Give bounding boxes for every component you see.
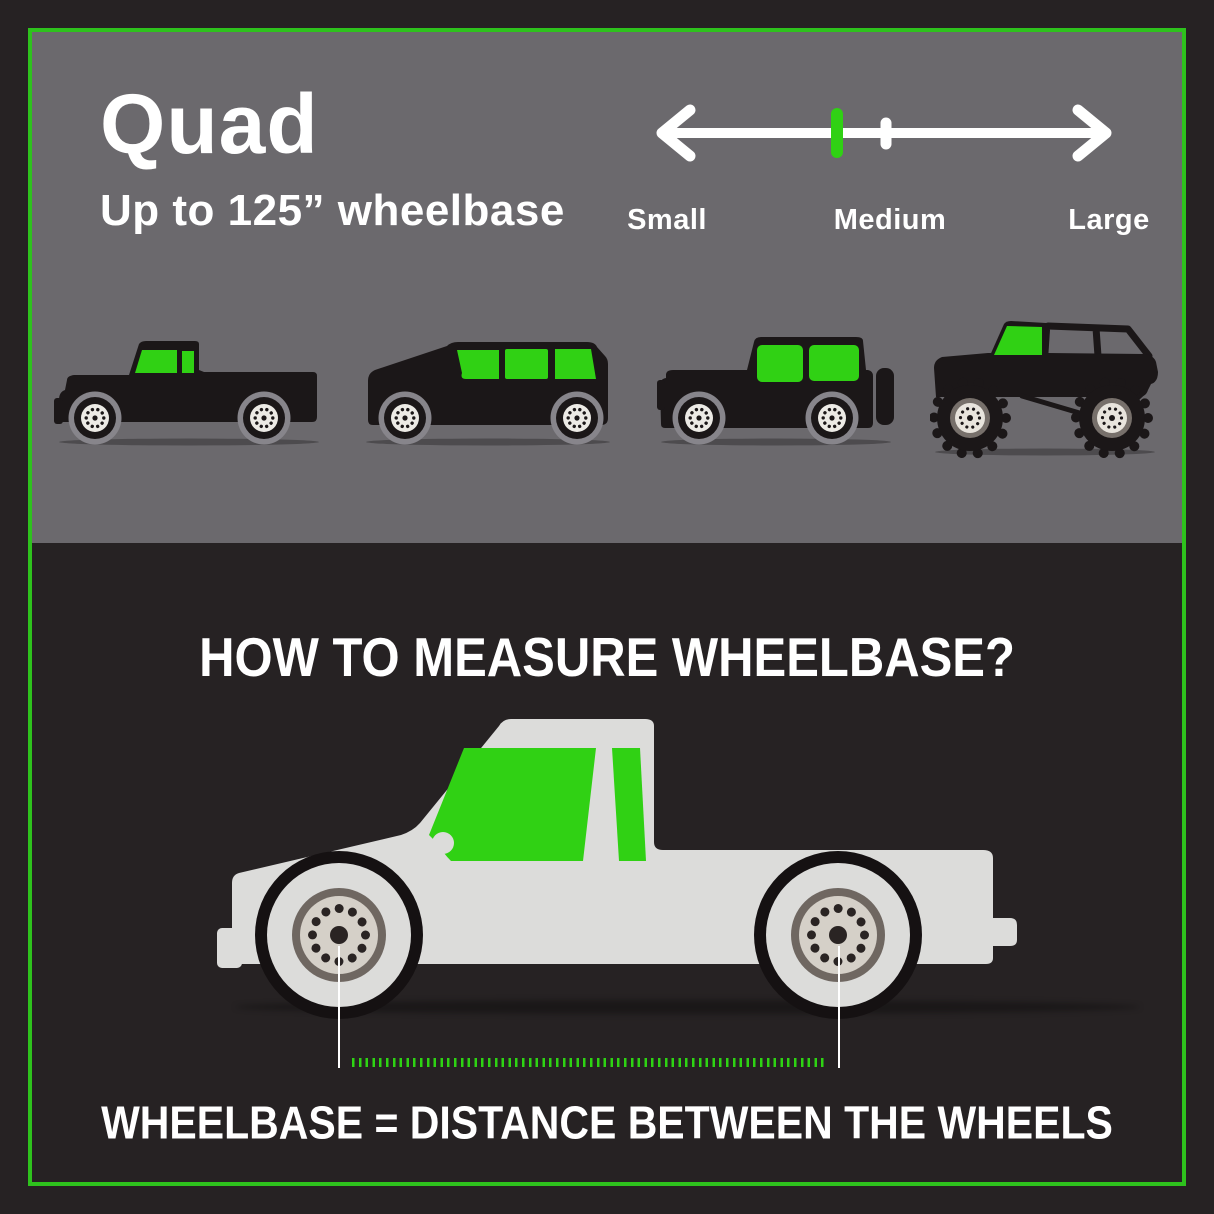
wheelbase-caption: WHEELBASE = DISTANCE BETWEEN THE WHEELS	[101, 1097, 1113, 1149]
scale-label-medium: Medium	[833, 204, 947, 236]
truck-ground-shadow	[235, 1000, 1140, 1014]
wheelbase-dashed-line	[352, 1058, 826, 1067]
measure-section-title: HOW TO MEASURE WHEELBASE?	[199, 627, 1015, 689]
suv-icon	[366, 342, 610, 446]
top-panel	[32, 32, 1182, 543]
pickup-truck-icon	[54, 341, 319, 446]
wheelbase-front-line	[338, 946, 340, 1068]
measured-pickup-truck-icon	[217, 719, 1017, 1019]
jeep-icon	[657, 337, 894, 446]
scale-label-small: Small	[627, 204, 707, 236]
page-title: Quad	[100, 77, 319, 171]
scale-label-large: Large	[1068, 204, 1150, 236]
page-subtitle: Up to 125” wheelbase	[100, 186, 565, 235]
size-range-arrow-icon	[656, 104, 1112, 162]
monster-truck-icon	[930, 321, 1158, 459]
wheelbase-rear-line	[838, 946, 840, 1068]
